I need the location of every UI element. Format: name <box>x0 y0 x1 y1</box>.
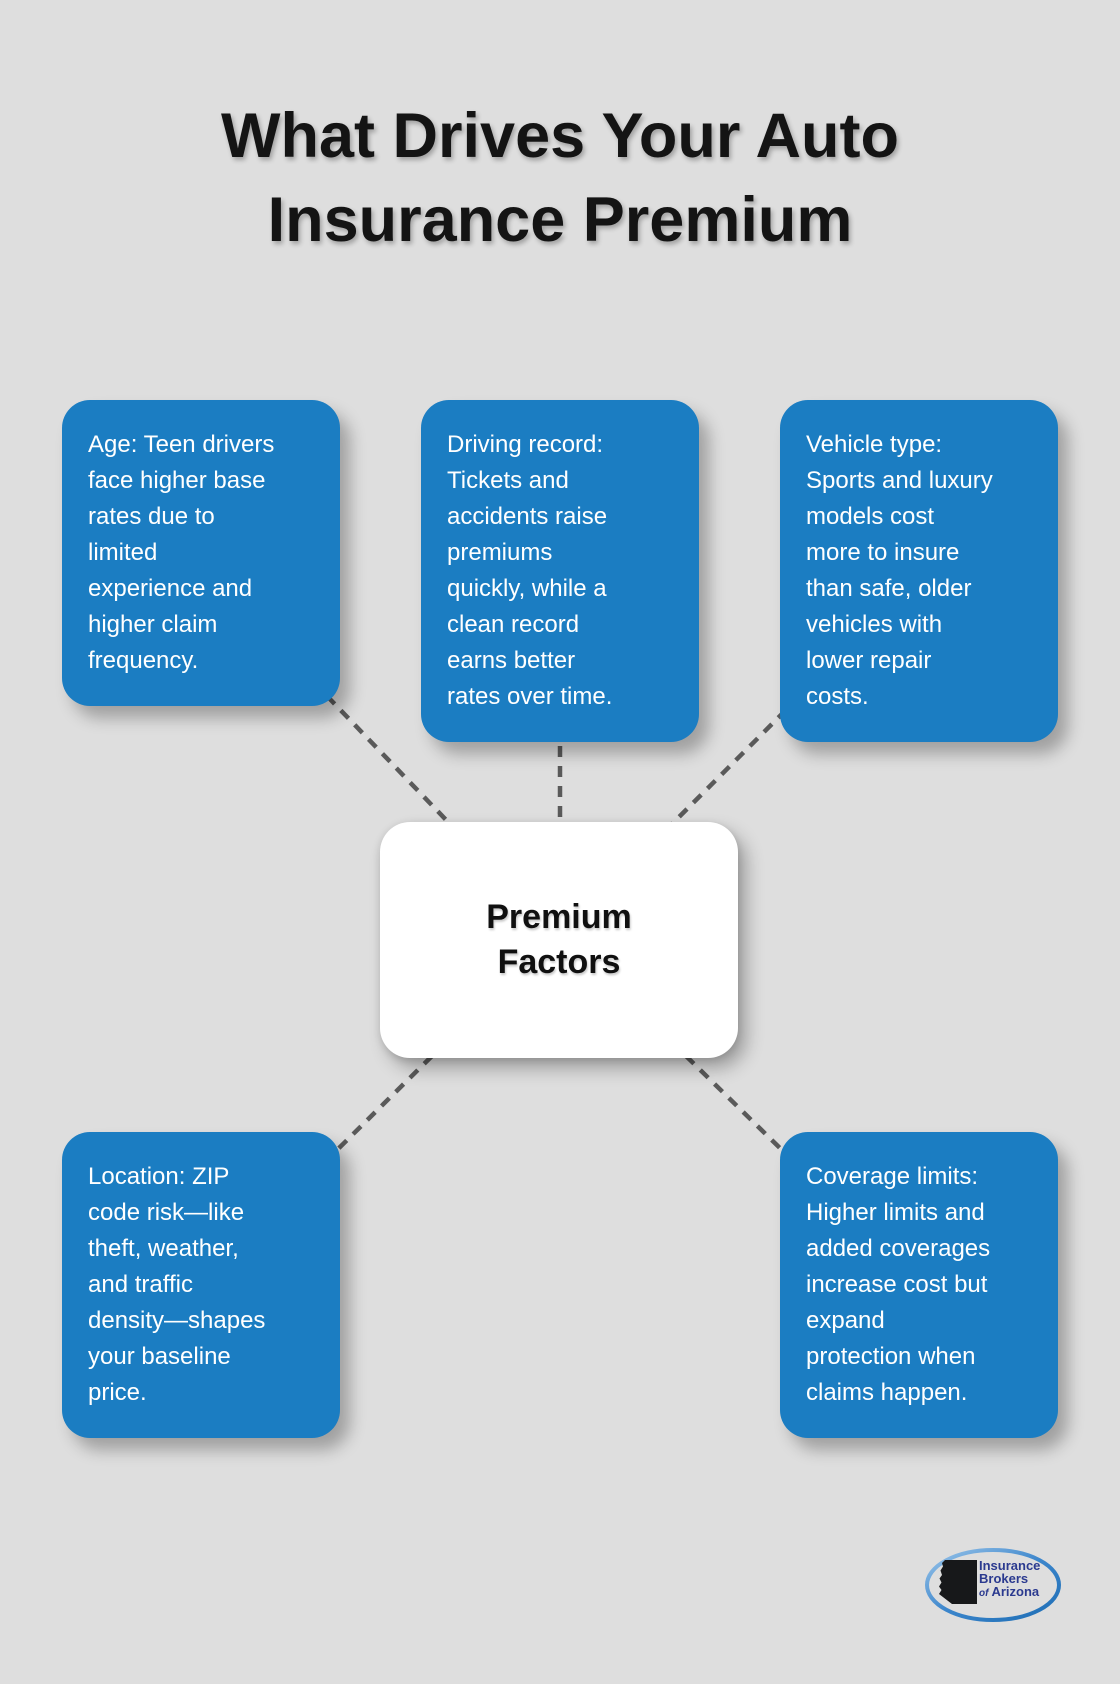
factor-card-age-text: Age: Teen drivers face higher base rates… <box>88 431 275 674</box>
page-title-line-1: What Drives Your Auto <box>221 101 899 171</box>
arizona-state-icon <box>939 1560 977 1604</box>
factor-card-vehicle-type-text: Vehicle type: Sports and luxury models c… <box>806 431 993 710</box>
connector-vehicle-type <box>670 708 788 826</box>
logo-text-line-1: Insurance <box>979 1558 1041 1573</box>
connector-coverage-limits <box>684 1054 786 1154</box>
factor-card-coverage-limits-text: Coverage limits: Higher limits and added… <box>806 1163 991 1406</box>
center-node: Premium Factors <box>380 822 738 1058</box>
factor-card-age: Age: Teen drivers face higher base rates… <box>62 400 340 706</box>
factor-card-location-text: Location: ZIP code risk—like theft, weat… <box>88 1163 266 1406</box>
factor-card-driving-record-text: Driving record: Tickets and accidents ra… <box>447 431 613 710</box>
logo-graphic <box>925 1548 1061 1622</box>
factor-card-location: Location: ZIP code risk—like theft, weat… <box>62 1132 340 1438</box>
factor-card-coverage-limits: Coverage limits: Higher limits and added… <box>780 1132 1058 1438</box>
logo-oval <box>925 1548 1061 1622</box>
factor-card-vehicle-type: Vehicle type: Sports and luxury models c… <box>780 400 1058 742</box>
center-node-label: Premium Factors <box>486 898 632 981</box>
page-title: What Drives Your Auto Insurance Premium <box>0 94 1120 262</box>
logo-text-arizona: Arizona <box>991 1584 1040 1599</box>
page-title-line-2: Insurance Premium <box>267 185 853 255</box>
factor-card-driving-record: Driving record: Tickets and accidents ra… <box>421 400 699 742</box>
connector-age <box>325 694 452 826</box>
connector-location <box>333 1054 434 1154</box>
logo-text-line-2: Brokers <box>979 1571 1029 1586</box>
logo-text-of: of <box>979 1588 989 1599</box>
